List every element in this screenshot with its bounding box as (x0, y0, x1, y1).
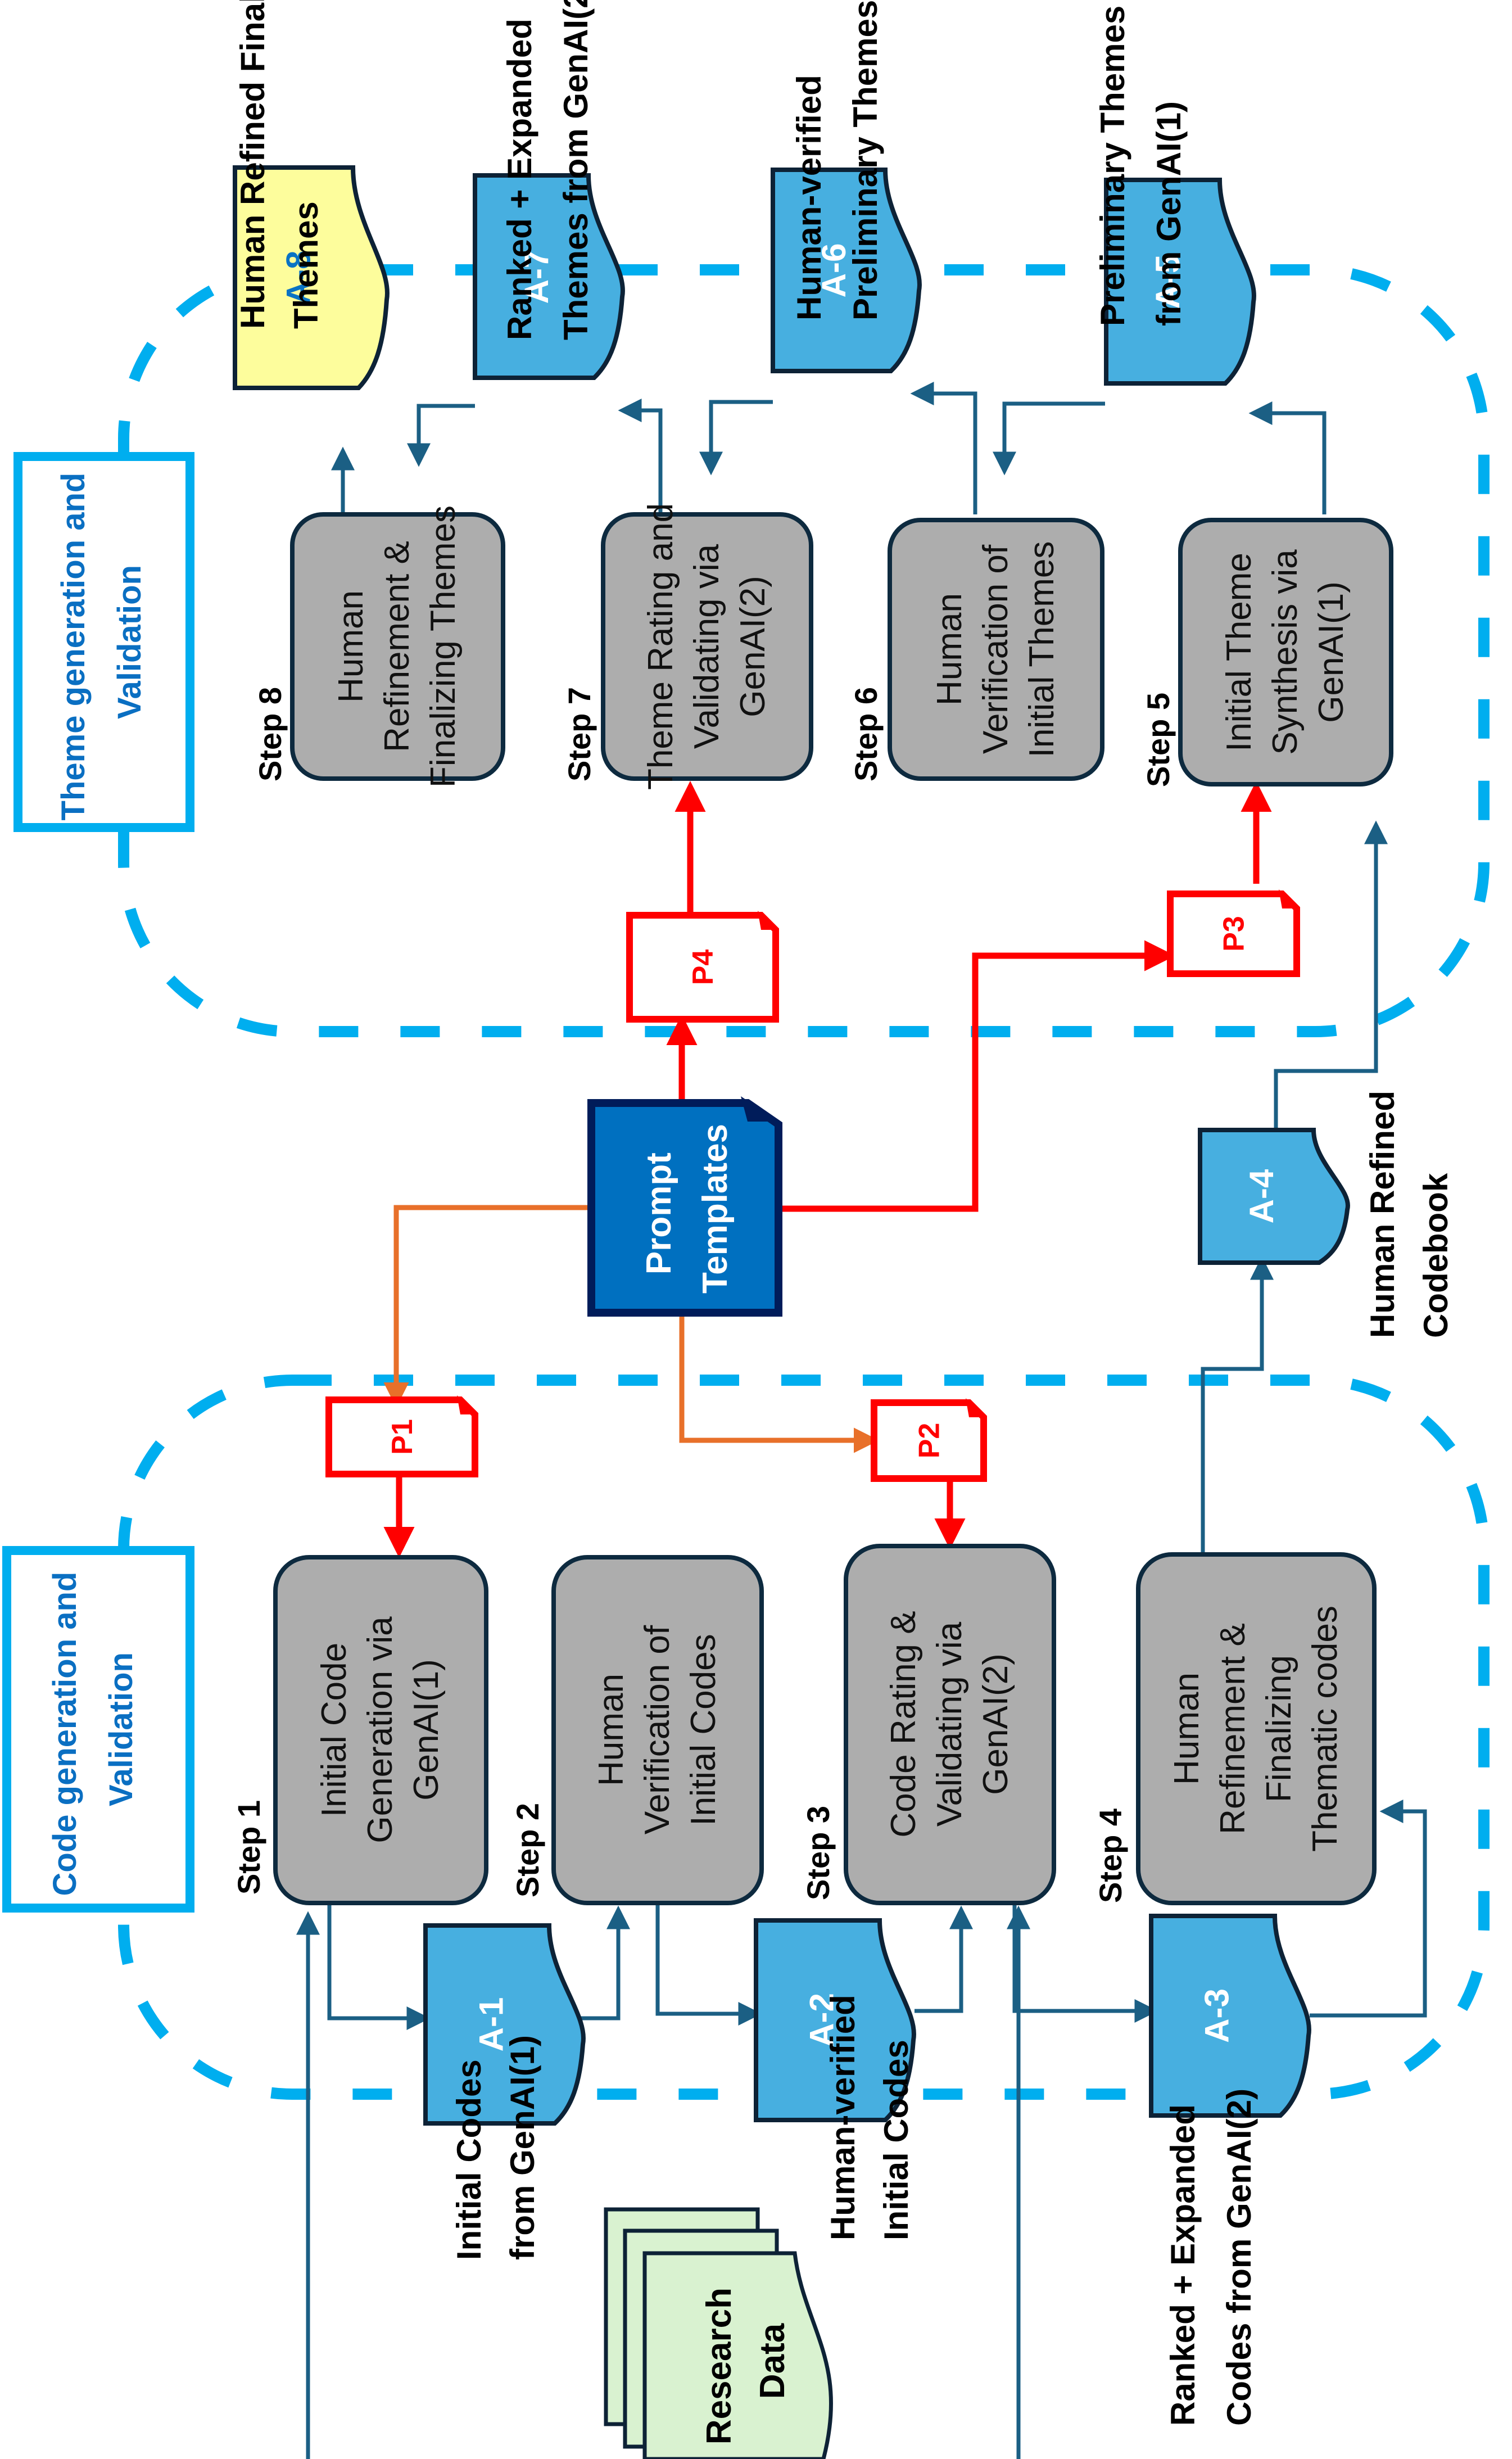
step-1-label: Step 1 (231, 1800, 266, 1895)
prompt-p1[interactable]: P1 (325, 1395, 478, 1477)
step-7-label: Step 7 (562, 687, 597, 781)
artifact-a-4[interactable]: A-4 (1198, 1128, 1350, 1265)
step-5-label: Step 5 (1140, 693, 1176, 787)
artifact-a-7[interactable]: A-7 (473, 173, 625, 380)
prompt-label: P2 (913, 1423, 946, 1459)
flow-templates-to-p2 (679, 1316, 879, 1453)
svg-text:Code generation and Vali: Code generation and Validation (47, 1563, 139, 1896)
flow-data-to-step1 (296, 1911, 320, 2459)
step-4-label: Step 4 (1093, 1809, 1128, 1903)
artifact-a-8[interactable]: A-8 (233, 165, 390, 390)
flow-step6-to-a6 (910, 382, 977, 514)
artifact-id-label: A-6 (815, 243, 853, 298)
flow-data-to-step3 (1007, 1905, 1030, 2459)
svg-text:Research Data: Research Data (700, 2278, 792, 2444)
artifact-id-label: A-8 (279, 251, 317, 305)
step-3-label: Step 3 (800, 1806, 836, 1900)
flow-a2-to-step3 (915, 1905, 973, 2013)
research-data[interactable]: Research Data (604, 2207, 833, 2459)
flow-a5-to-step6 (993, 401, 1105, 476)
artifact-id-label: A-2 (803, 1993, 841, 2047)
flow-step3-to-a3 (1012, 1904, 1158, 2023)
artifact-id-label: A-3 (1198, 1988, 1236, 2043)
code-region-border (118, 1375, 1490, 2100)
flow-a3-to-step4 (1310, 1800, 1427, 2018)
prompt-label: P1 (386, 1419, 419, 1455)
artifact-a-2[interactable]: A-2 (754, 1918, 916, 2122)
flow-step7-to-a7 (618, 399, 663, 514)
flow-a4-to-step5 (1274, 820, 1388, 1130)
artifact-a-1[interactable]: A-1 (423, 1923, 586, 2126)
flow-step5-to-a5 (1248, 401, 1327, 514)
step-8-label: Step 8 (252, 687, 288, 781)
flow-templates-to-p3 (781, 940, 1175, 1212)
flow-step4-to-a4 (1201, 1256, 1274, 1553)
artifact-a-5[interactable]: A-5 (1104, 178, 1256, 386)
artifact-id-label: A-5 (1149, 255, 1187, 309)
flow-a1-to-step2 (576, 1905, 630, 2020)
prompt-label: P4 (687, 950, 719, 986)
step-2-label: Step 2 (510, 1803, 545, 1897)
flow-a6-to-step7 (699, 400, 773, 476)
flow-step1-to-a1 (327, 1904, 431, 2030)
prompt-p2[interactable]: P2 (871, 1398, 987, 1482)
prompt-p4[interactable]: P4 (626, 911, 779, 1023)
artifact-id-label: A-4 (1243, 1169, 1280, 1223)
prompt-templates[interactable]: Prompt Templates (587, 1096, 782, 1317)
artifact-id-label: A-1 (473, 1997, 510, 2052)
flow-step2-to-a2 (655, 1904, 762, 2026)
code-section-label: Code generation and Validation (2, 1546, 194, 1913)
svg-text:Prompt Templates: Prompt Templates (640, 1124, 735, 1294)
step-6-label: Step 6 (848, 687, 884, 781)
svg-text:Theme generation and Val: Theme generation and Validation (55, 464, 148, 821)
prompt-label: P3 (1218, 916, 1251, 952)
flow-a7-to-step8 (407, 404, 475, 467)
artifact-id-label: A-7 (518, 250, 555, 304)
prompt-p3[interactable]: P3 (1167, 889, 1300, 977)
artifact-a-6[interactable]: A-6 (771, 168, 922, 373)
artifact-a-3[interactable]: A-3 (1149, 1914, 1311, 2118)
theme-section-label: Theme generation and Validation (13, 452, 194, 832)
flow-templates-to-p1 (383, 1205, 587, 1408)
